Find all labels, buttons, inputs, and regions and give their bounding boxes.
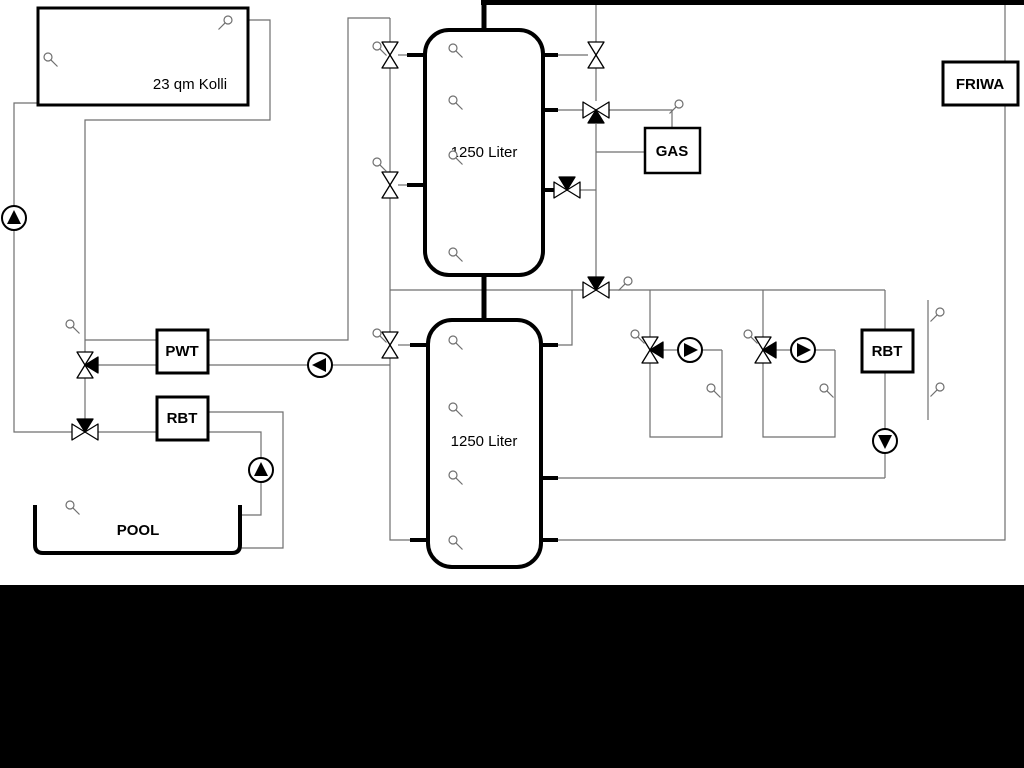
pwt-charge-pump <box>307 352 333 378</box>
circuit1-return-sensor <box>706 383 722 399</box>
pwt-supply-sensor <box>65 319 81 335</box>
rbt-left-box <box>155 395 210 442</box>
pipe-rbt-pool-supply <box>208 411 284 549</box>
rbt-circulation-pump <box>872 428 898 454</box>
riser-valve-tank1-mid <box>381 171 399 199</box>
heating-circuit2-valve <box>754 336 777 364</box>
riser-valve-tank2 <box>381 331 399 359</box>
gas-return-three-way-valve <box>553 176 581 199</box>
main-mixing-valve <box>582 276 610 299</box>
main-mixing-sensor <box>617 276 633 292</box>
pwt-label: PWT <box>165 343 198 360</box>
rbt-left-label: RBT <box>167 410 198 427</box>
buffer-tank-lower-label: 1250 Liter <box>451 433 518 450</box>
pipe-pool-pump-bottom <box>240 482 262 516</box>
buffer-tank-lower <box>426 318 543 569</box>
piping <box>13 5 1006 549</box>
gas-label: GAS <box>656 143 689 160</box>
gas-boiler-box <box>643 126 702 175</box>
collector-label: 23 qm Kolli <box>153 76 227 93</box>
pipe-solar-supply <box>84 19 271 352</box>
main-pipes <box>407 0 1024 542</box>
pipe-friwa-cold <box>558 105 1006 541</box>
heating-circuit1-valve <box>641 336 664 364</box>
circuit2-return-sensor <box>819 383 835 399</box>
rbt-right-box <box>860 328 915 374</box>
pipe-tank2-to-main <box>558 290 573 346</box>
pool-sensor <box>65 500 81 516</box>
collector-box <box>36 6 250 107</box>
riser-sensor-2 <box>372 157 388 173</box>
pipe-solar-return <box>13 102 72 433</box>
pool-pump <box>248 457 274 483</box>
riser-valve-tank1-top <box>381 41 399 69</box>
pipe-group1-loop <box>649 350 723 438</box>
friwa-label: FRIWA <box>956 76 1004 93</box>
solar-pump <box>1 205 27 231</box>
friwa-line-sensor-bottom <box>929 382 945 398</box>
buffer-tank-upper <box>423 28 545 277</box>
pool-label: POOL <box>117 522 160 539</box>
gas-supply-sensor <box>668 99 684 115</box>
gas-supply-three-way-valve <box>582 101 610 124</box>
tank1-top-valve <box>587 41 605 69</box>
pool-basin <box>33 505 242 555</box>
tank-connection-stubs <box>407 53 558 542</box>
bottom-mask <box>0 585 1024 768</box>
pipe-group2-loop <box>762 350 836 438</box>
heating-circuit1-pump <box>677 337 703 363</box>
rbt-right-label: RBT <box>872 343 903 360</box>
pipe-riser-seg4 <box>389 358 410 541</box>
pipe-pwt-riser-top <box>208 17 390 341</box>
solar-pwt-three-way-valve <box>76 351 99 379</box>
pipe-pool-pump-top <box>208 431 262 458</box>
pipe-valve2-to-gas <box>609 109 673 128</box>
pwt-box <box>155 328 210 375</box>
buffer-tank-upper-label: 1250 Liter <box>451 144 518 161</box>
friwa-line-sensor-top <box>929 307 945 323</box>
friwa-box <box>941 60 1020 107</box>
heating-circuit2-pump <box>790 337 816 363</box>
solar-pool-three-way-valve <box>71 418 99 441</box>
